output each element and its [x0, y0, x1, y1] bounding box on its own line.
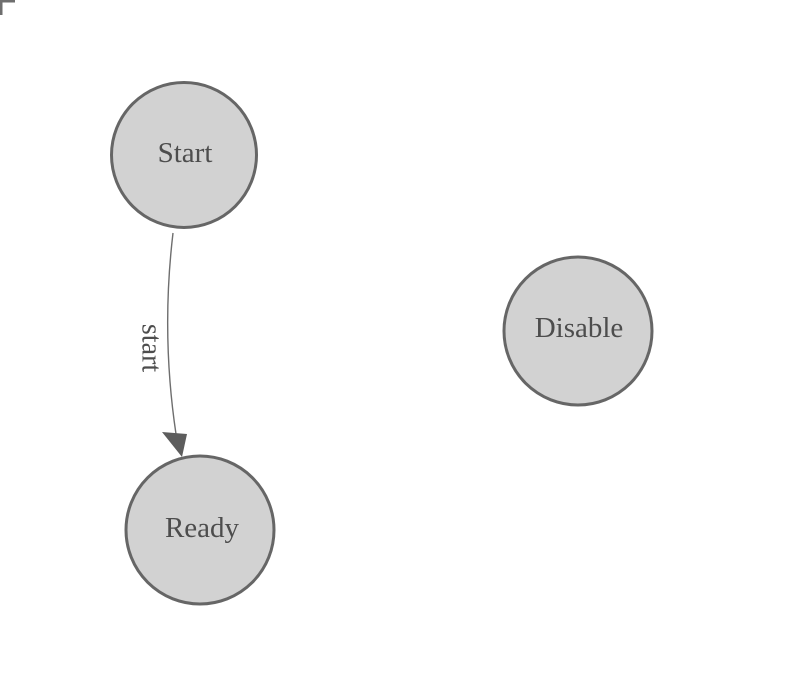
edge-arrowhead-icon [162, 432, 187, 457]
canvas-origin-corner [0, 0, 15, 15]
state-node-start[interactable]: Start [110, 81, 258, 229]
state-node-disable[interactable]: Disable [502, 255, 654, 407]
edge-label[interactable]: start [136, 324, 167, 372]
edge-line[interactable] [166, 232, 177, 435]
state-circle-disable[interactable] [502, 255, 654, 407]
state-circle-ready[interactable] [124, 454, 276, 606]
state-circle-start[interactable] [110, 81, 258, 229]
state-node-ready[interactable]: Ready [124, 454, 276, 606]
transition-start-to-ready[interactable]: start [136, 232, 188, 457]
